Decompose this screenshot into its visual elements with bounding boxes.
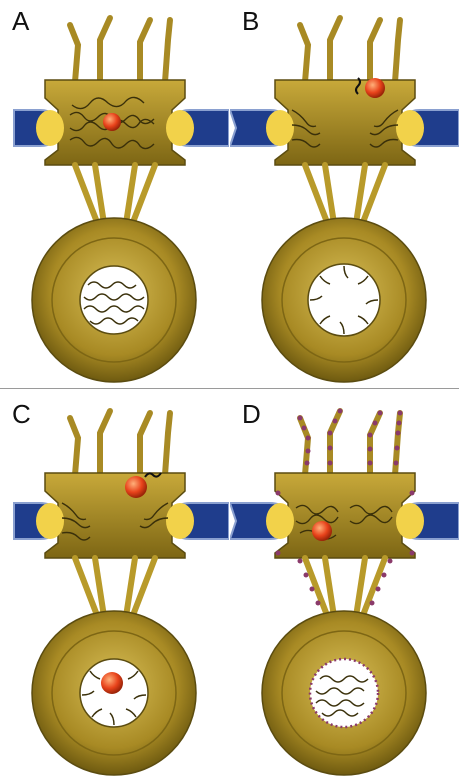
panel-label-a: A bbox=[12, 6, 30, 36]
ring-right bbox=[166, 110, 194, 146]
ring-right bbox=[396, 110, 424, 146]
pore-body bbox=[274, 79, 416, 166]
pore-disc-rim bbox=[281, 237, 407, 363]
cytoplasmic-filaments bbox=[67, 408, 173, 478]
ring-right bbox=[166, 503, 194, 539]
npc-diagram-a bbox=[13, 15, 229, 383]
pore-disc-rim bbox=[51, 237, 177, 363]
fg-repeat-strands bbox=[61, 502, 169, 541]
pore-body bbox=[44, 472, 186, 559]
channel-mesh bbox=[83, 281, 145, 325]
cytoplasmic-filaments bbox=[297, 408, 403, 478]
fg-repeat-strands bbox=[291, 109, 399, 148]
channel-strands bbox=[81, 670, 147, 726]
panel-label-b: B bbox=[242, 6, 260, 36]
pore-disc-rim bbox=[281, 630, 407, 756]
bead-decoration-basket bbox=[275, 490, 415, 620]
pore-body bbox=[274, 472, 416, 559]
channel-mesh bbox=[315, 675, 369, 717]
pore-disc-rim bbox=[51, 630, 177, 756]
npc-diagram-d bbox=[230, 408, 459, 776]
channel-strands bbox=[309, 265, 379, 335]
cargo-particle bbox=[365, 78, 385, 98]
panel-c: C bbox=[0, 393, 229, 780]
ring-left bbox=[36, 110, 64, 146]
cytoplasmic-filaments bbox=[297, 15, 403, 85]
panel-label-c: C bbox=[12, 399, 31, 429]
panel-divider bbox=[0, 388, 459, 389]
central-channel bbox=[307, 263, 381, 337]
panel-a: A bbox=[0, 0, 229, 387]
cytoplasmic-filaments bbox=[67, 15, 173, 85]
cargo-tether bbox=[355, 77, 361, 95]
panel-label-d: D bbox=[242, 399, 261, 429]
npc-diagram-b bbox=[230, 15, 459, 383]
cargo-particle bbox=[103, 113, 121, 131]
panel-b: B bbox=[230, 0, 459, 387]
ring-left bbox=[266, 110, 294, 146]
cargo-particle bbox=[312, 521, 332, 541]
ring-right bbox=[396, 503, 424, 539]
cargo-particle bbox=[125, 476, 147, 498]
cargo-tether bbox=[144, 472, 162, 478]
ring-left bbox=[36, 503, 64, 539]
panel-d: D bbox=[230, 393, 459, 780]
bead-decoration-top bbox=[297, 408, 403, 466]
npc-diagram-c bbox=[13, 408, 229, 776]
cargo-particle-channel bbox=[101, 672, 123, 694]
ring-left bbox=[266, 503, 294, 539]
